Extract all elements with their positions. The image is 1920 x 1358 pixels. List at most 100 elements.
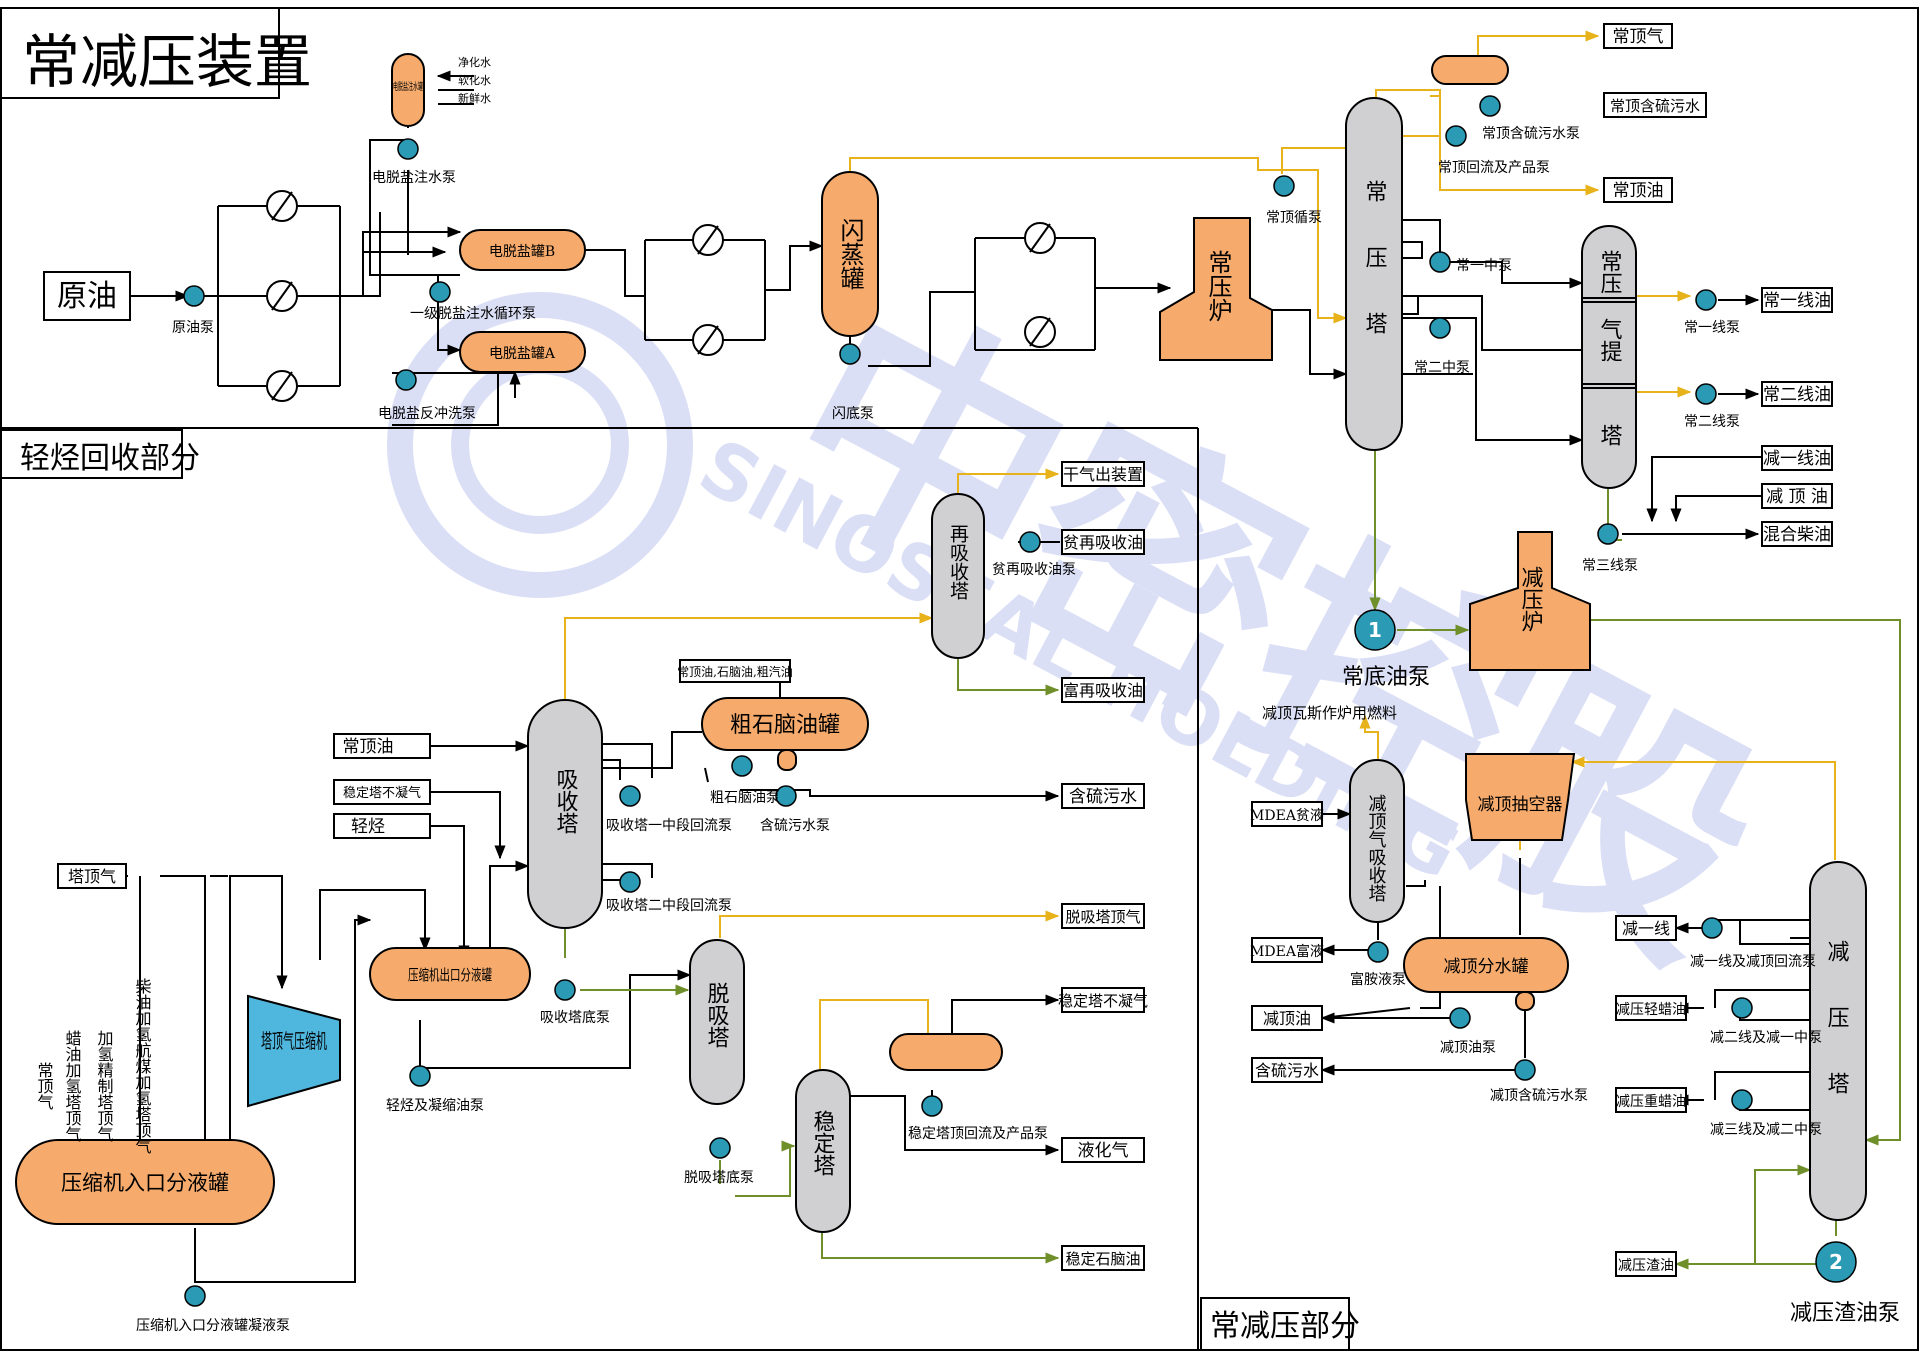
svg-text:电脱盐反冲洗泵: 电脱盐反冲洗泵 bbox=[378, 406, 476, 422]
svg-text:常底油泵: 常底油泵 bbox=[1342, 665, 1430, 690]
vtop-oil-pump-icon bbox=[1449, 1007, 1471, 1029]
svg-text:再吸收塔: 再吸收塔 bbox=[947, 524, 969, 600]
abs-mid1-pump-icon bbox=[619, 785, 641, 807]
mid1-pump-icon bbox=[1429, 251, 1451, 273]
process-lines-green bbox=[564, 444, 1901, 1270]
svg-text:压缩机出口分液罐: 压缩机出口分液罐 bbox=[408, 966, 492, 984]
svg-text:常顶含硫污水泵: 常顶含硫污水泵 bbox=[1482, 126, 1580, 142]
flash-drum bbox=[821, 171, 879, 337]
svg-text:减一线: 减一线 bbox=[1622, 919, 1670, 938]
rich-pump-icon bbox=[1367, 941, 1389, 963]
vac-furnace bbox=[1469, 531, 1591, 671]
atm-furnace bbox=[1159, 217, 1273, 361]
svg-text:MDEA富液: MDEA富液 bbox=[1250, 943, 1324, 960]
stab-noncond-in-box bbox=[333, 779, 431, 805]
svg-text:减 顶 油: 减 顶 油 bbox=[1766, 487, 1828, 507]
vline1-out-box bbox=[1615, 915, 1677, 941]
naphtha-tank bbox=[701, 697, 869, 771]
exchanger-icon bbox=[266, 280, 298, 312]
svg-text:稳定石脑油: 稳定石脑油 bbox=[1065, 1250, 1140, 1268]
page-title: 常减压装置 bbox=[22, 28, 312, 96]
svg-text:粗石脑油泵: 粗石脑油泵 bbox=[710, 790, 780, 806]
svg-text:1: 1 bbox=[1368, 618, 1382, 642]
svg-text:减顶油: 减顶油 bbox=[1263, 1009, 1311, 1028]
svg-text:减压重蜡油: 减压重蜡油 bbox=[1616, 1094, 1686, 1110]
desorber bbox=[689, 939, 745, 1105]
reabsorber bbox=[931, 493, 985, 659]
svg-text:常顶气: 常顶气 bbox=[35, 1062, 54, 1110]
svg-text:液化气: 液化气 bbox=[1078, 1141, 1129, 1161]
process-lines-yellow bbox=[564, 30, 1836, 1070]
line2-box bbox=[1761, 381, 1833, 407]
top-gas-box bbox=[1603, 23, 1673, 49]
watermark-inner-ring bbox=[451, 356, 629, 534]
exchanger-icon bbox=[1024, 316, 1056, 348]
watermark-cn: 中密控股 bbox=[741, 256, 1801, 1011]
top-reflux-pump-icon bbox=[1445, 125, 1467, 147]
stream-boxes bbox=[43, 23, 1833, 1277]
exchanger-icon bbox=[692, 324, 724, 356]
comp-in-pump-icon bbox=[184, 1285, 206, 1307]
svg-text:脱吸塔顶气: 脱吸塔顶气 bbox=[1065, 908, 1140, 926]
svg-text:电脱盐罐A: 电脱盐罐A bbox=[489, 346, 556, 362]
naphtha-pump-icon bbox=[731, 755, 753, 777]
svg-text:新鲜水: 新鲜水 bbox=[458, 91, 491, 105]
watermark-ring bbox=[387, 292, 693, 598]
svg-text:吸收塔底泵: 吸收塔底泵 bbox=[540, 1010, 610, 1026]
condensate-pump-icon bbox=[409, 1065, 431, 1087]
svg-text:脱吸塔: 脱吸塔 bbox=[704, 982, 730, 1048]
stab-noncond-out-box bbox=[1061, 987, 1145, 1013]
desalter-a bbox=[459, 331, 586, 373]
svg-text:减顶含硫污水泵: 减顶含硫污水泵 bbox=[1490, 1088, 1588, 1104]
svg-text:稳定塔: 稳定塔 bbox=[810, 1110, 836, 1176]
svg-text:常顶油: 常顶油 bbox=[1613, 181, 1664, 201]
desorb-bottom-pump-icon bbox=[709, 1137, 731, 1159]
svg-text:轻烃及凝缩油泵: 轻烃及凝缩油泵 bbox=[386, 1098, 484, 1114]
svg-text:含硫污水泵: 含硫污水泵 bbox=[760, 818, 830, 834]
svg-text:稳定塔顶回流及产品泵: 稳定塔顶回流及产品泵 bbox=[908, 1126, 1048, 1142]
svg-text:减二线及减一中泵: 减二线及减一中泵 bbox=[1710, 1030, 1822, 1046]
desorb-top-gas-box bbox=[1061, 903, 1145, 929]
vac-furnace-label: 减压炉 bbox=[1518, 566, 1544, 632]
flash-drum-label: 闪蒸罐 bbox=[836, 218, 864, 290]
svg-text:减一线油: 减一线油 bbox=[1763, 449, 1831, 469]
svg-text:常三线泵: 常三线泵 bbox=[1582, 558, 1638, 574]
flash-pump-icon bbox=[839, 343, 861, 365]
vessel-labels: 电脱盐注水罐 电脱盐罐B 电脱盐罐A 闪蒸罐 常压炉 常压塔 常压 气提 塔 减… bbox=[61, 80, 1850, 1195]
notes: 净化水 软化水 新鲜水 减顶瓦斯作炉用燃料 常顶气 蜡油加氢塔顶气 加氢精制塔顶… bbox=[35, 55, 1398, 1154]
svg-text:柴油加氢航煤加氢塔顶气: 柴油加氢航煤加氢塔顶气 bbox=[133, 978, 152, 1154]
stab-drum bbox=[889, 1033, 1003, 1071]
sour-water-mid-box bbox=[1061, 783, 1145, 809]
desalt-inject-tank bbox=[391, 53, 425, 127]
lean-oil-pump-icon bbox=[1019, 531, 1041, 553]
inject-pump-icon bbox=[397, 138, 419, 160]
vres-pump-icon bbox=[1815, 1241, 1857, 1283]
vtop-sour-pump-icon bbox=[1514, 1059, 1536, 1081]
line1-box bbox=[1761, 287, 1833, 313]
svg-text:混合柴油: 混合柴油 bbox=[1763, 525, 1831, 545]
vac-water-tank bbox=[1403, 937, 1569, 1011]
pump-numbers: 1 2 bbox=[1368, 618, 1843, 1274]
svg-text:常二中泵: 常二中泵 bbox=[1414, 360, 1470, 376]
v-heavy-wax-box bbox=[1615, 1087, 1687, 1113]
pump-labels: 原油泵 电脱盐注水泵 一级脱盐注水循环泵 电脱盐反冲洗泵 闪底泵 常顶循泵 常顶… bbox=[136, 126, 1900, 1334]
svg-text:电脱盐注水泵: 电脱盐注水泵 bbox=[372, 170, 456, 186]
svg-text:压缩机入口分液罐凝液泵: 压缩机入口分液罐凝液泵 bbox=[136, 1318, 290, 1334]
v-residue-box bbox=[1615, 1251, 1677, 1277]
svg-text:富再吸收油: 富再吸收油 bbox=[1063, 681, 1143, 700]
exchanger-icon bbox=[692, 224, 724, 256]
svg-text:减压渣油泵: 减压渣油泵 bbox=[1790, 1301, 1900, 1326]
svg-text:加氢精制塔顶气: 加氢精制塔顶气 bbox=[95, 1030, 114, 1142]
svg-text:常顶气: 常顶气 bbox=[1613, 27, 1664, 47]
atm-tower-label: 常压塔 bbox=[1362, 180, 1388, 378]
stabilizer bbox=[795, 1069, 851, 1233]
svg-text:电脱盐罐B: 电脱盐罐B bbox=[489, 244, 555, 260]
top-sour-water-box bbox=[1603, 92, 1707, 118]
circ-pump-icon bbox=[429, 281, 451, 303]
svg-text:2: 2 bbox=[1829, 1250, 1843, 1274]
bottom-pump-icon bbox=[1354, 609, 1396, 651]
vac-gas-absorber bbox=[1349, 759, 1405, 923]
atm-top-oil-l-box bbox=[333, 733, 431, 759]
sour-pump-mid-icon bbox=[775, 785, 797, 807]
